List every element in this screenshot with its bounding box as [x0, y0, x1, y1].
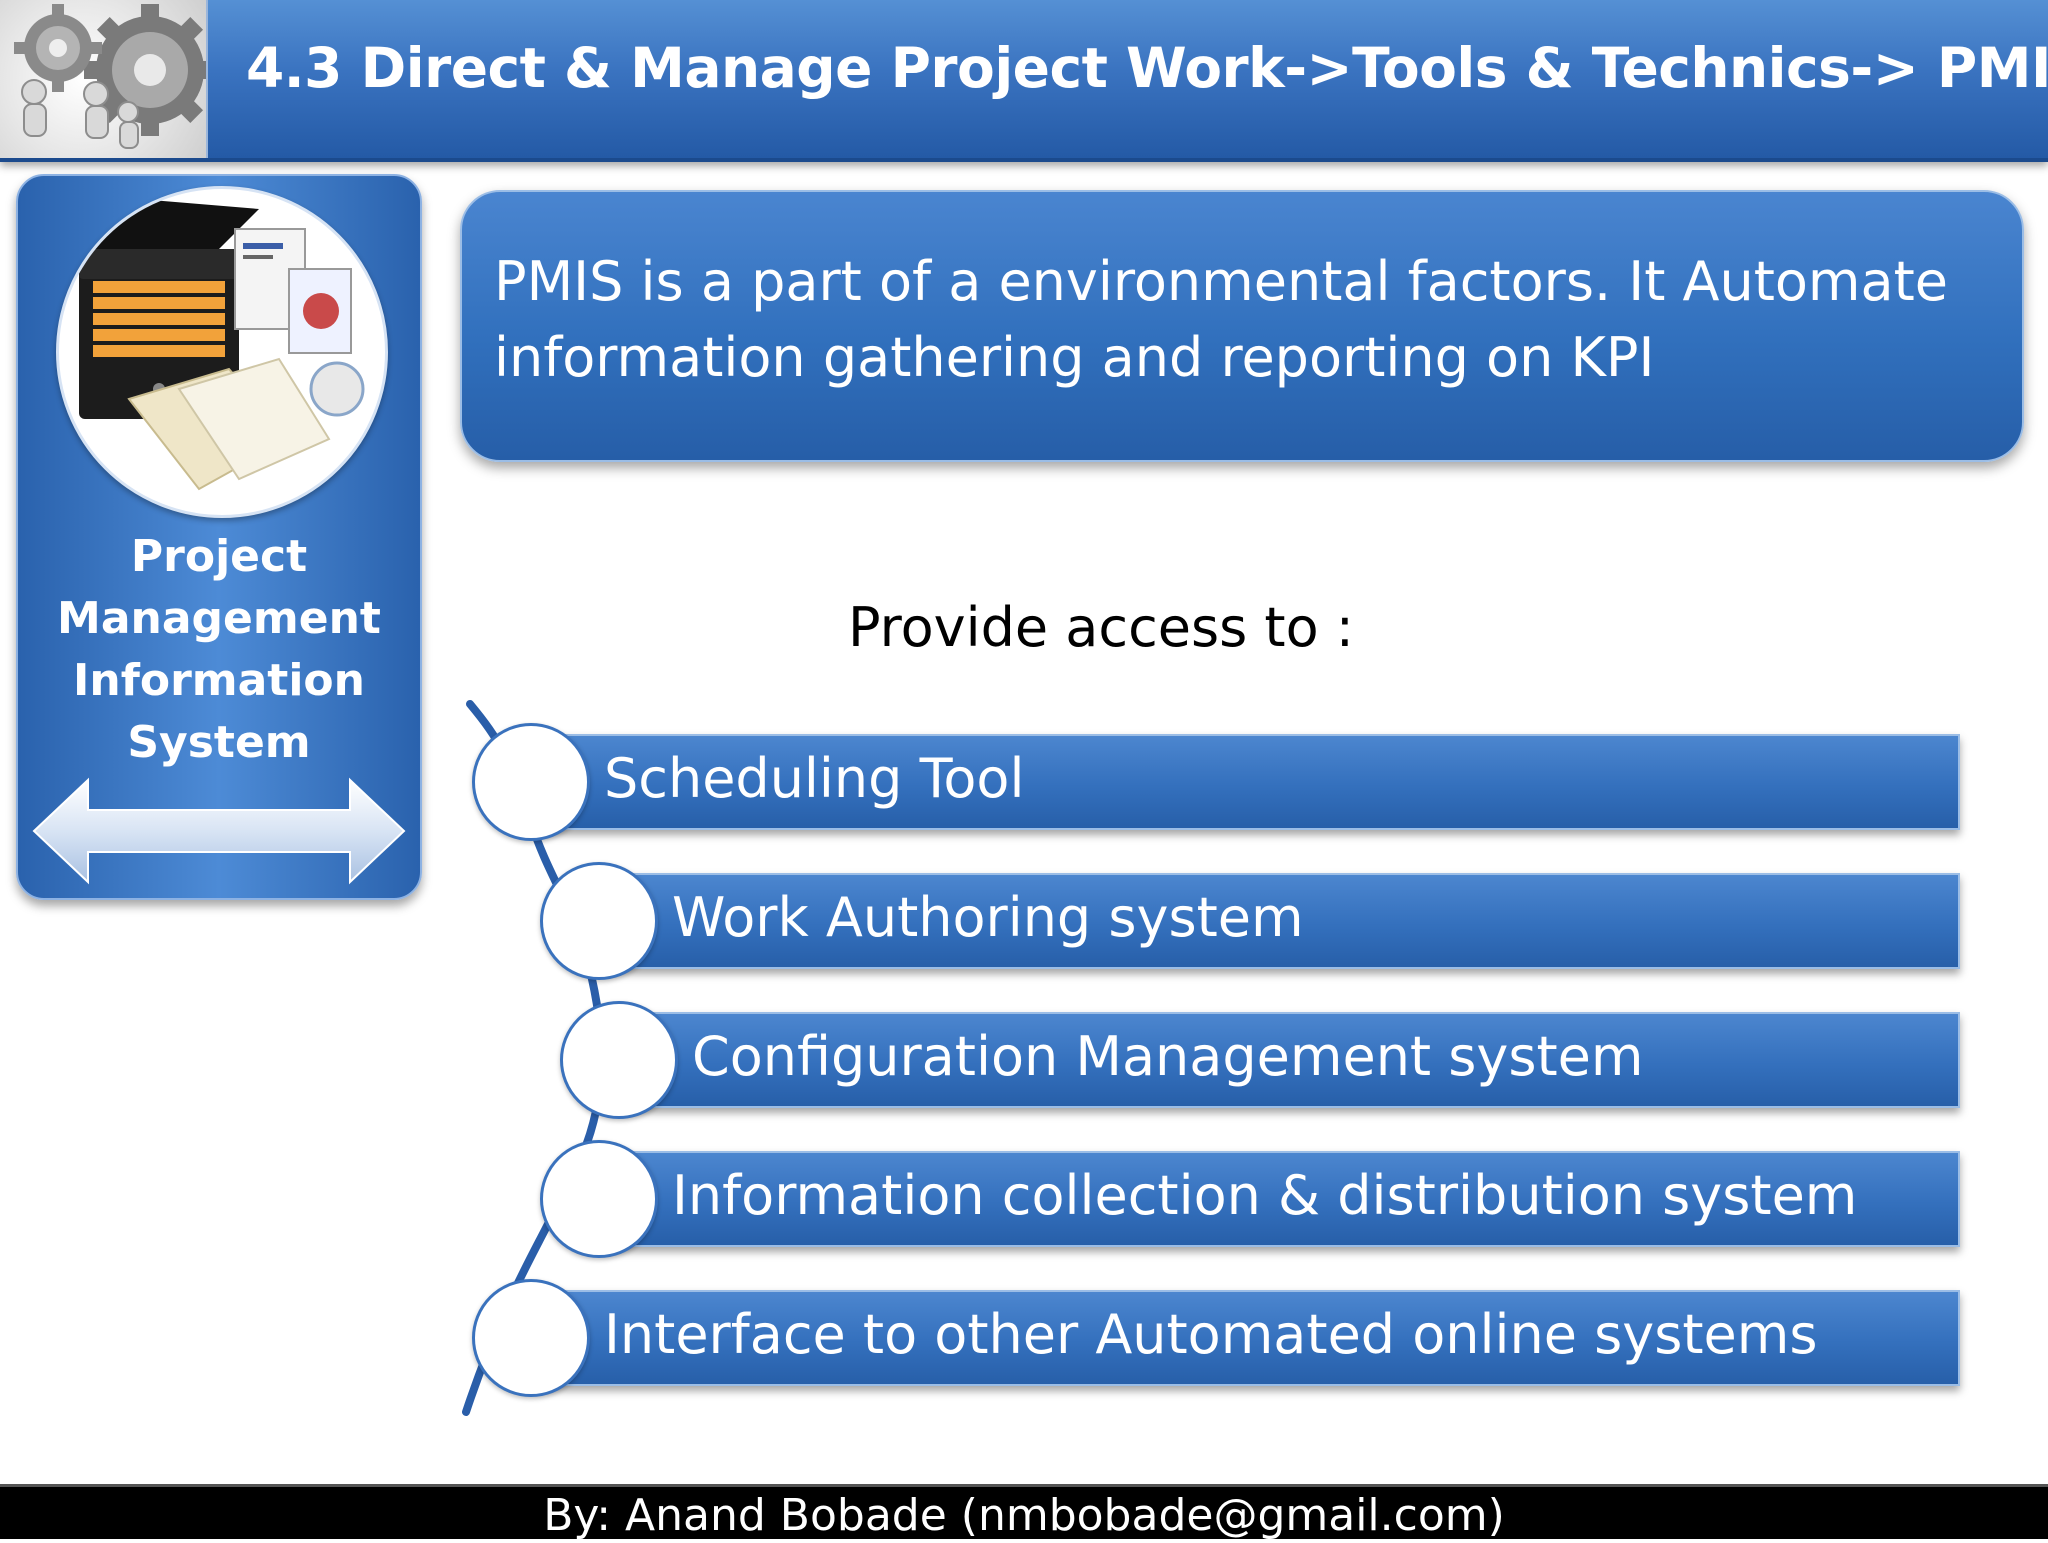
panel-label: Project Management Information System — [18, 526, 420, 774]
bullet-circle-icon — [472, 723, 590, 841]
bullet-circle-icon — [560, 1001, 678, 1119]
pmis-panel: Project Management Information System — [16, 174, 422, 900]
access-item-label: Information collection & distribution sy… — [672, 1164, 1858, 1227]
bullet-circle-icon — [540, 1140, 658, 1258]
access-item-scheduling-tool: Scheduling Tool — [536, 734, 1960, 830]
panel-label-line: Project — [130, 531, 308, 582]
access-item-label: Configuration Management system — [692, 1025, 1644, 1088]
gears-figures-icon — [0, 0, 208, 158]
access-item-work-authoring: Work Authoring system — [604, 873, 1960, 969]
filing-box-documents-icon — [56, 186, 388, 518]
provide-access-heading: Provide access to : — [848, 596, 1354, 659]
access-item-label: Interface to other Automated online syst… — [604, 1303, 1818, 1366]
slide-header: 4.3 Direct & Manage Project Work->Tools … — [0, 0, 2048, 162]
panel-label-line: System — [127, 717, 311, 768]
access-item-configuration-management: Configuration Management system — [624, 1012, 1960, 1108]
double-arrow-icon — [30, 776, 408, 886]
definition-box: PMIS is a part of a environmental factor… — [460, 190, 2024, 462]
bullet-circle-icon — [540, 862, 658, 980]
slide-title: 4.3 Direct & Manage Project Work->Tools … — [246, 36, 2048, 100]
panel-label-line: Information — [73, 655, 365, 706]
access-item-information-collection: Information collection & distribution sy… — [604, 1151, 1960, 1247]
bullet-circle-icon — [472, 1279, 590, 1397]
panel-label-line: Management — [57, 593, 381, 644]
access-item-label: Scheduling Tool — [604, 747, 1025, 810]
access-item-label: Work Authoring system — [672, 886, 1304, 949]
definition-text: PMIS is a part of a environmental factor… — [494, 250, 1949, 389]
access-item-interface-automated: Interface to other Automated online syst… — [536, 1290, 1960, 1386]
footer-credit: By: Anand Bobade (nmbobade@gmail.com) — [543, 1490, 1505, 1541]
slide-footer: By: Anand Bobade (nmbobade@gmail.com) — [0, 1484, 2048, 1541]
